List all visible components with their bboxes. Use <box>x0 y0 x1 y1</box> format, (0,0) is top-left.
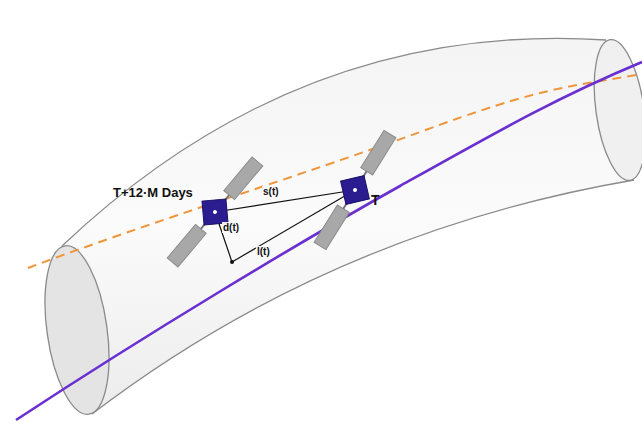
time-label: T <box>370 193 381 208</box>
tube-lower-edge <box>92 180 634 414</box>
satellite-left <box>160 151 271 274</box>
length-label: l(t) <box>256 246 271 257</box>
distance-label: s(t) <box>262 186 280 197</box>
orbit-point <box>230 260 234 264</box>
l-vector <box>232 190 355 262</box>
tube-end-right <box>586 36 642 183</box>
actual-orbit <box>16 62 642 420</box>
deviation-label: d(t) <box>222 222 240 233</box>
satellite-right <box>306 125 405 255</box>
time-label: T+12·M Days <box>112 186 194 200</box>
tube-end-left <box>35 242 118 419</box>
